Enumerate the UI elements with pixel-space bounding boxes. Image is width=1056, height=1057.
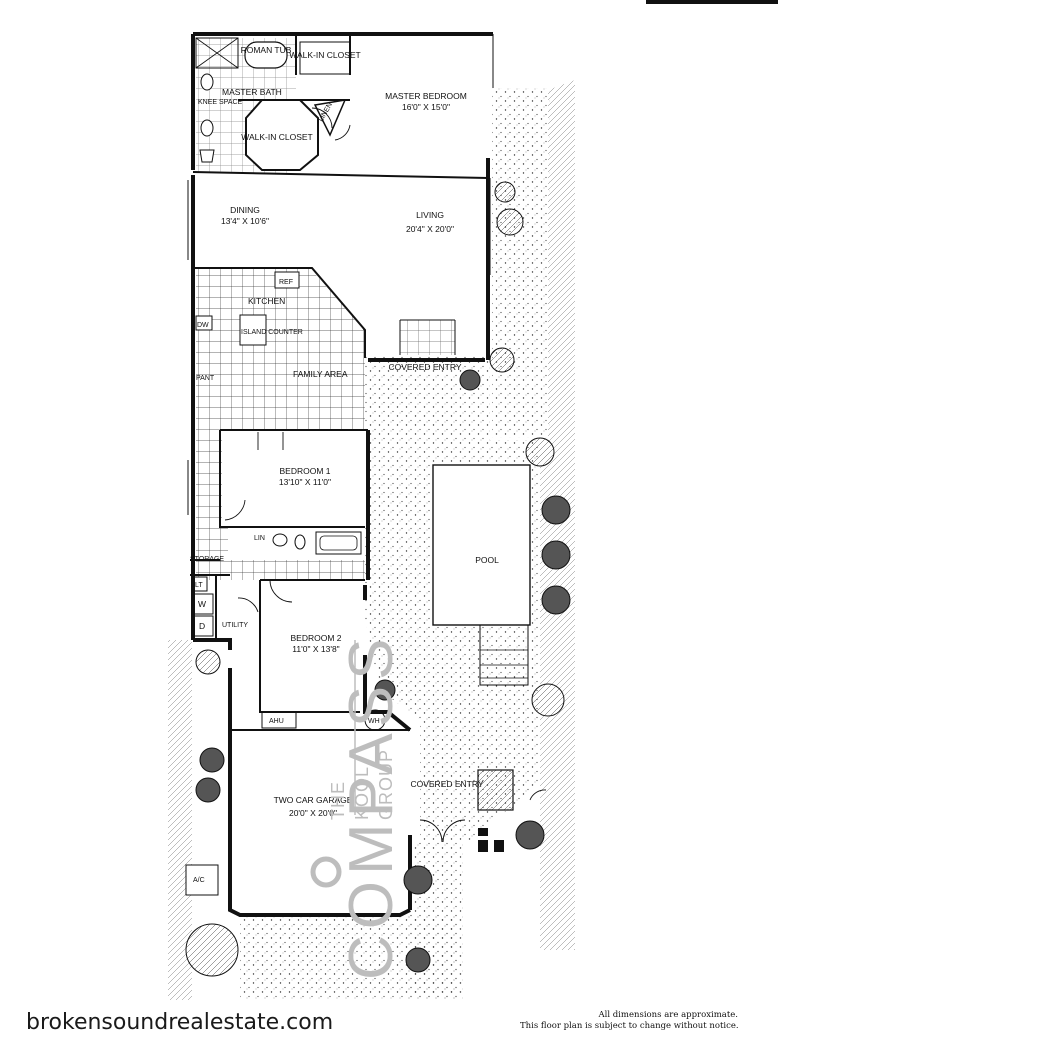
covered-entry-top-pad (400, 320, 455, 355)
garage-name: TWO CAR GARAGE (274, 795, 353, 805)
bedroom1-dims: 13'10" X 11'0" (279, 477, 331, 487)
walk-in-closet-label: WALK-IN CLOSET (241, 132, 312, 142)
entry-column-2 (494, 840, 504, 852)
exterior-walls (191, 32, 493, 917)
pool-steps (479, 624, 529, 686)
bath2-toilet (294, 534, 306, 550)
walk-in-closet-top-label: WALK-IN CLOSET (289, 50, 360, 60)
dw-label: DW (197, 322, 209, 329)
island-counter-label: ISLAND COUNTER (241, 329, 303, 336)
lt-label: LT (195, 582, 203, 589)
washer-label: W (198, 599, 206, 609)
disclaimer-line-1: All dimensions are approximate. (598, 1010, 738, 1020)
watermark-logo-dot (310, 856, 342, 888)
ref-label: REF (279, 279, 293, 286)
covered-entry-top-label: COVERED ENTRY (388, 362, 461, 372)
pantry-label: PANT (196, 375, 215, 382)
disclaimer-line-2: This floor plan is subject to change wit… (520, 1021, 739, 1031)
linen-master-box (313, 99, 347, 137)
master-bedroom-name: MASTER BEDROOM (385, 91, 467, 101)
island-counter-box (239, 314, 267, 346)
window-lines (187, 34, 494, 515)
master-bedroom-dims: 16'0" X 15'0" (402, 102, 450, 112)
dining-dims: 13'4" X 10'6" (221, 216, 269, 226)
entry-column-1 (478, 840, 488, 852)
roman-tub-label: ROMAN TUB (241, 45, 292, 55)
dryer-label: D (199, 621, 205, 631)
sink-2 (200, 119, 214, 137)
ahu-label: AHU (269, 718, 284, 725)
pool-label: POOL (475, 555, 499, 565)
bath2-sink (272, 533, 288, 547)
roman-tub (244, 41, 288, 69)
utility-label: UTILITY (222, 622, 248, 629)
sink-1 (200, 73, 214, 91)
bedroom1-floor (222, 432, 367, 527)
linen-bed-label: LIN (254, 535, 265, 542)
family-area-label: FAMILY AREA (293, 369, 348, 379)
landscaping (185, 181, 571, 977)
living-name: LIVING (416, 210, 444, 220)
garage-dims: 20'0" X 20'0" (289, 808, 337, 818)
knee-space-label: KNEE SPACE (198, 99, 243, 106)
living-dims: 20'4" X 20'0" (406, 224, 454, 234)
pool-basin (432, 464, 531, 626)
dining-name: DINING (230, 205, 260, 215)
master-bath-tub-box (195, 37, 239, 69)
watermark-brand: COMPASS (337, 633, 406, 980)
kitchen-label: KITCHEN (248, 296, 285, 306)
wh-label: WH (368, 718, 380, 725)
covered-entry-bottom-label: COVERED ENTRY (410, 779, 483, 789)
door-swings (224, 107, 547, 843)
dw-box (195, 315, 213, 331)
walk-in-closet-top-box (299, 41, 351, 75)
side-yard-paving (492, 88, 550, 438)
disclaimer: All dimensions are approximate. This flo… (520, 1010, 739, 1032)
walkway (408, 840, 463, 1000)
site-url[interactable]: brokensoundrealestate.com (26, 1010, 334, 1035)
tub-box-diag2 (195, 37, 239, 69)
watermark-team-3: GROUP (376, 749, 396, 820)
ref-box (274, 271, 300, 289)
lawn-hatch-left (168, 640, 192, 1000)
ac-label: A/C (193, 877, 205, 884)
entry-planter (477, 769, 514, 811)
kitchen-family-tile (196, 268, 365, 580)
interior-walls (190, 34, 489, 731)
bath2-tub-inner (319, 535, 358, 551)
toilet (199, 149, 215, 163)
bedroom2-name: BEDROOM 2 (290, 633, 341, 643)
master-bath-label: MASTER BATH (222, 87, 282, 97)
ac-box (185, 864, 219, 896)
compass-watermark: COMPASS THE KOOL GROUP (310, 633, 406, 980)
top-edge-strip (646, 0, 778, 4)
bedroom2-dims: 11'0" X 13'8" (292, 644, 339, 654)
bedroom1-name: BEDROOM 1 (279, 466, 330, 476)
entry-column-3 (478, 828, 488, 836)
watermark-team-2: KOOL (352, 766, 372, 820)
watermark-team-1: THE (328, 781, 348, 820)
